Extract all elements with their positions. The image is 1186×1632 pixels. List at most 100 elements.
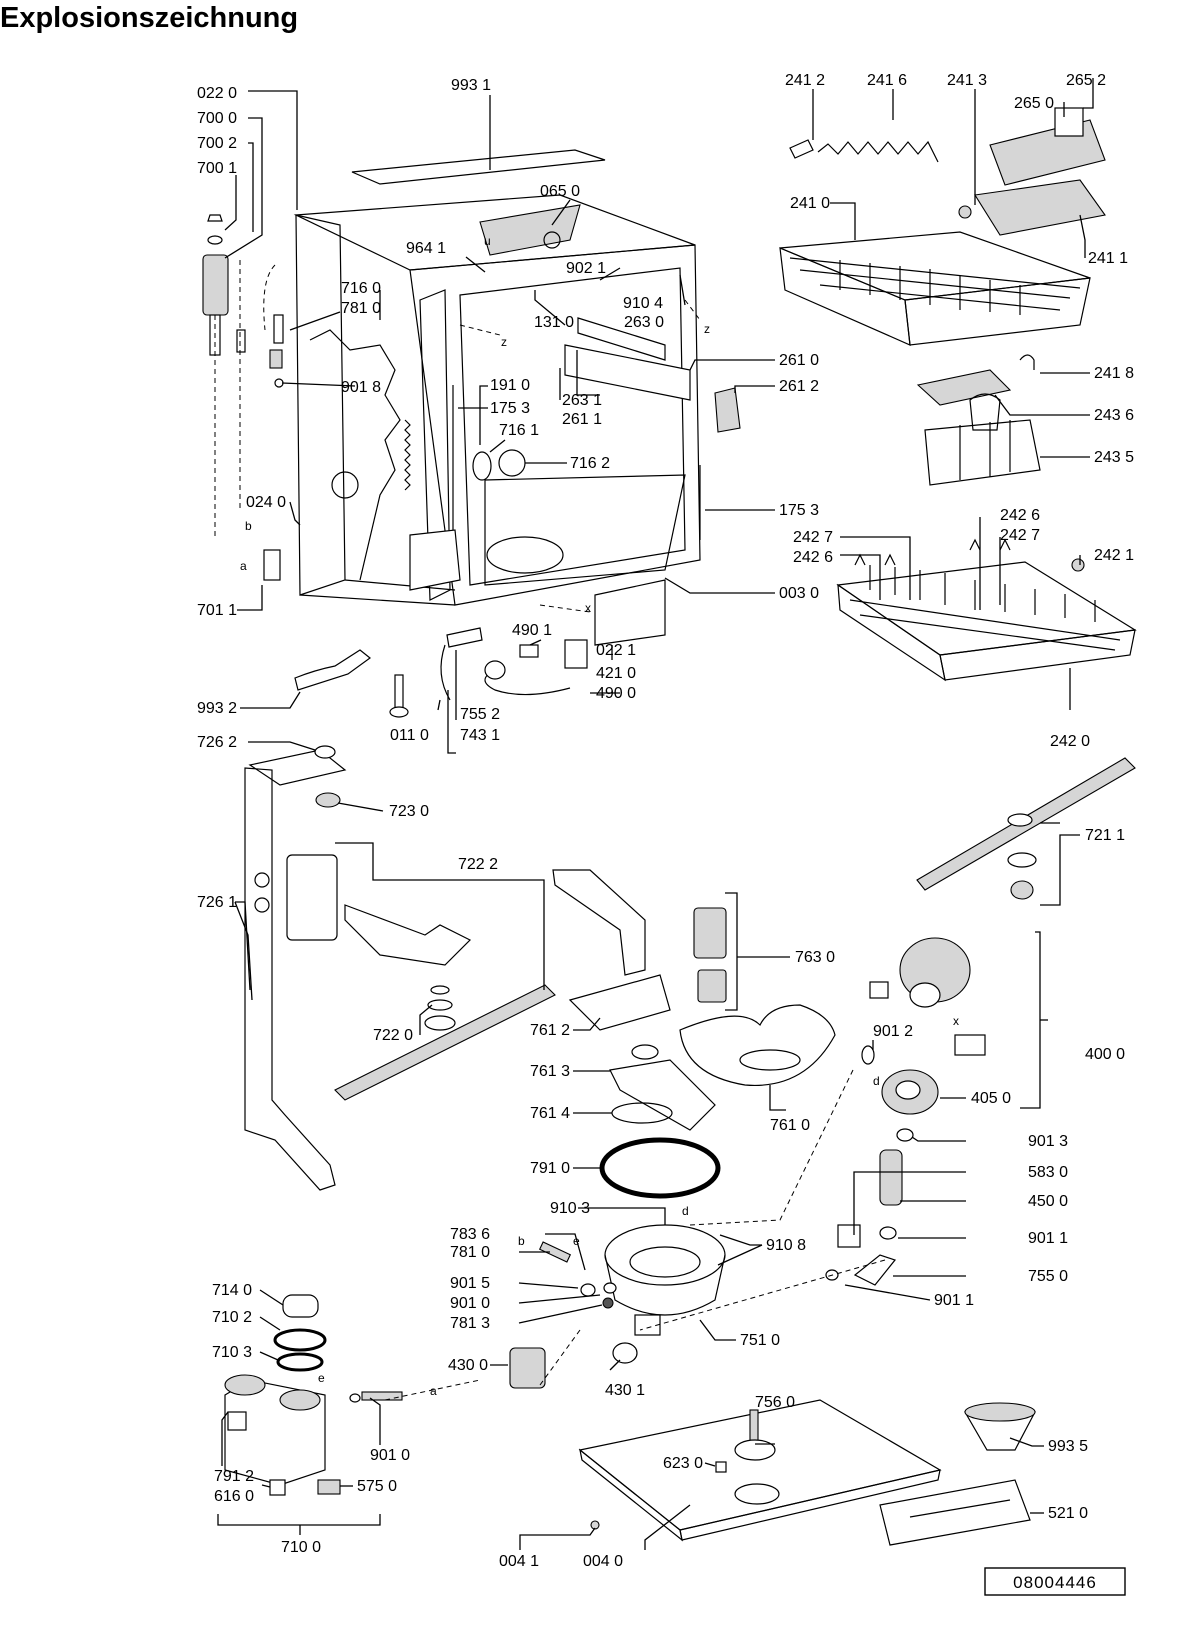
label-901-8: 901 8 — [341, 379, 381, 396]
filter-plate-761-0 — [679, 1004, 836, 1087]
label-490-0: 490 0 — [596, 685, 636, 702]
clip-901-5 — [580, 1283, 596, 1297]
circulation-pump — [825, 937, 986, 1286]
label-241-2: 241 2 — [785, 72, 825, 89]
upper-basket-front — [779, 247, 911, 346]
rail-263 — [577, 317, 666, 361]
label-781-0b: 781 0 — [450, 1244, 490, 1261]
label-430-0: 430 0 — [448, 1357, 488, 1374]
label-261-0: 261 0 — [779, 352, 819, 369]
switch-421-0 — [564, 639, 588, 669]
spray-inlet — [498, 449, 526, 477]
cutlery-handle — [969, 393, 1001, 431]
label-405-0: 405 0 — [971, 1090, 1011, 1107]
handle-755-2 — [446, 627, 483, 648]
label-716-0: 716 0 — [341, 280, 381, 297]
rail-end-cap — [714, 387, 741, 433]
water-duct-726-1 — [244, 767, 336, 1191]
label-722-0: 722 0 — [373, 1027, 413, 1044]
pump-cover — [954, 1034, 986, 1056]
label-721-1: 721 1 — [1085, 827, 1125, 844]
sump-assembly — [509, 1224, 726, 1389]
nut-700-1 — [207, 214, 223, 222]
label-065-0: 065 0 — [540, 183, 580, 200]
spring-left — [236, 329, 246, 353]
hook-241-8 — [1019, 354, 1035, 370]
letter-e1: e — [573, 1234, 580, 1248]
clip-901-3 — [896, 1128, 914, 1142]
label-241-0: 241 0 — [790, 195, 830, 212]
label-242-7a: 242 7 — [793, 529, 833, 546]
seal-430-1 — [612, 1342, 638, 1364]
label-024-0: 024 0 — [246, 494, 286, 511]
label-716-1: 716 1 — [499, 422, 539, 439]
label-175-3a: 175 3 — [490, 400, 530, 417]
label-755-2: 755 2 — [460, 706, 500, 723]
part-616-0 — [269, 1479, 286, 1496]
lower-rail — [594, 579, 666, 646]
label-901-0a: 901 0 — [450, 1295, 490, 1312]
clip-241-2 — [789, 139, 814, 159]
label-723-0: 723 0 — [389, 803, 429, 820]
heater-781-0 — [538, 1241, 572, 1263]
label-756-0: 756 0 — [755, 1394, 795, 1411]
label-022-1: 022 1 — [596, 642, 636, 659]
switch-490-1 — [519, 644, 539, 658]
rack-wire-241-6 — [817, 140, 939, 163]
spray-arm-722-0 — [334, 984, 556, 1101]
label-242-6a: 242 6 — [1000, 507, 1040, 524]
microfilter-763-0 — [693, 907, 727, 959]
letter-a: a — [240, 559, 247, 573]
letter-b1: b — [245, 519, 252, 533]
label-901-1a: 901 1 — [1028, 1230, 1068, 1247]
label-714-0: 714 0 — [212, 1282, 252, 1299]
lower-basket-top — [836, 561, 1137, 656]
clip-901-1b — [825, 1269, 839, 1281]
lower-spray-arm — [916, 757, 1136, 900]
side-vent — [331, 471, 359, 499]
switch-575-0 — [317, 1479, 341, 1495]
nut-781-3 — [602, 1297, 614, 1309]
ring-710-2 — [273, 1328, 327, 1352]
label-901-2: 901 2 — [873, 1023, 913, 1040]
label-242-0: 242 0 — [1050, 733, 1090, 750]
label-263-0: 263 0 — [624, 314, 664, 331]
label-191-0: 191 0 — [490, 377, 530, 394]
label-761-4: 761 4 — [530, 1105, 570, 1122]
label-490-1: 490 1 — [512, 622, 552, 639]
label-781-0a: 781 0 — [341, 300, 381, 317]
tine-row-241-1 — [974, 179, 1106, 236]
part-labels: 022 0 700 0 700 2 700 1 993 1 065 0 964 … — [197, 72, 1134, 1570]
label-004-0: 004 0 — [583, 1553, 623, 1570]
inlet-seal — [472, 451, 492, 481]
upper-basket-assembly — [779, 107, 1106, 486]
label-242-7b: 242 7 — [1000, 527, 1040, 544]
door-seal-strip — [419, 289, 451, 601]
label-175-3b: 175 3 — [779, 502, 819, 519]
tub-side-panel — [295, 214, 346, 596]
label-743-1: 743 1 — [460, 727, 500, 744]
label-993-2: 993 2 — [197, 700, 237, 717]
label-241-6: 241 6 — [867, 72, 907, 89]
basket-arrows — [854, 538, 1011, 566]
top-cover-strip — [351, 149, 606, 185]
cap-714-0 — [282, 1294, 319, 1318]
label-716-2: 716 2 — [570, 455, 610, 472]
clip-901-0a — [603, 1282, 617, 1294]
label-901-3: 901 3 — [1028, 1133, 1068, 1150]
label-700-2: 700 2 — [197, 135, 237, 152]
label-993-1: 993 1 — [451, 77, 491, 94]
label-710-3: 710 3 — [212, 1344, 252, 1361]
drawing-number-box: 08004446 — [984, 1567, 1126, 1596]
label-761-2: 761 2 — [530, 1022, 570, 1039]
label-241-1: 241 1 — [1088, 250, 1128, 267]
cup-rack-265-0 — [989, 119, 1106, 186]
letter-c: a — [430, 1384, 437, 1398]
letter-u: u — [484, 234, 491, 248]
wheel-241-3 — [958, 205, 972, 219]
elbow-755-0 — [853, 1254, 897, 1286]
nut-723-0 — [315, 792, 341, 808]
label-265-0: 265 0 — [1014, 95, 1054, 112]
water-softener — [224, 1294, 403, 1496]
